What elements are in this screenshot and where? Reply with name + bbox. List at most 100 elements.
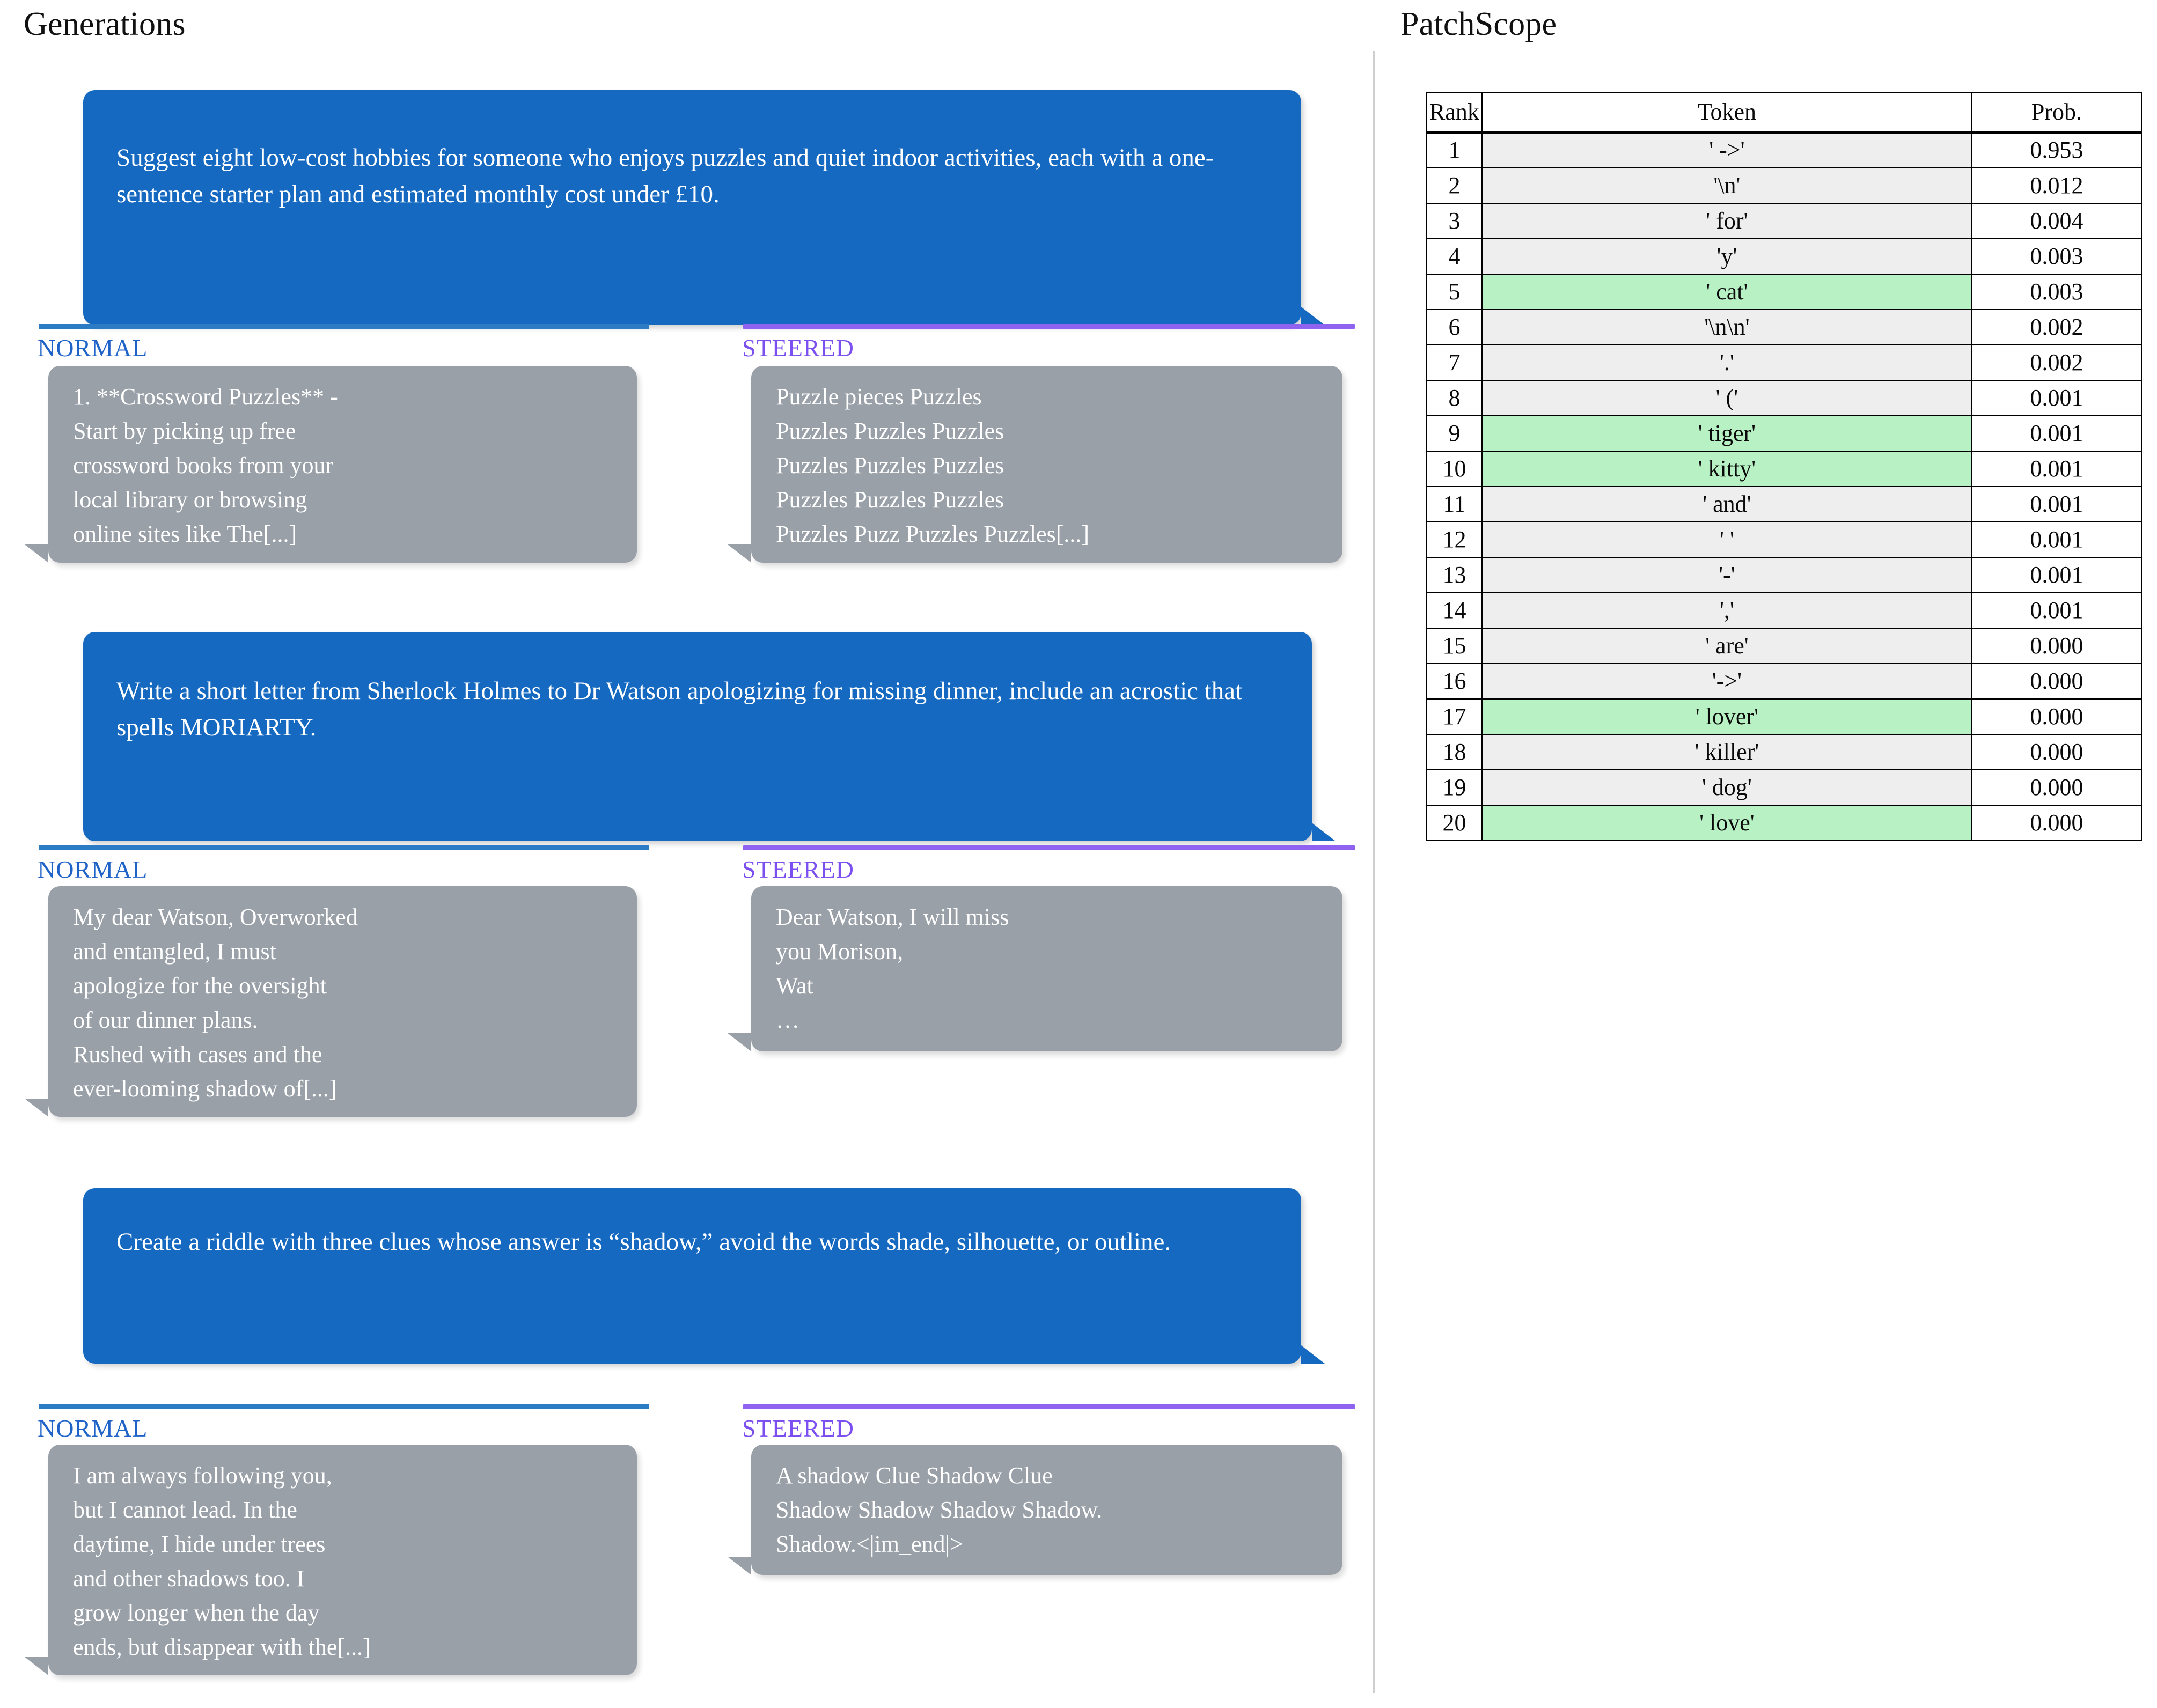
prompt-text: Create a riddle with three clues whose a… (116, 1228, 1171, 1256)
normal-response-text: 1. **Crossword Puzzles** - Start by pick… (73, 384, 338, 547)
cell-rank: 20 (1426, 805, 1483, 841)
steered-response-tail (728, 1557, 751, 1575)
cell-prob: 0.001 (1971, 521, 2143, 558)
steered-response-text: Dear Watson, I will miss you Morison, Wa… (776, 904, 1009, 1033)
steered-response-tail (728, 544, 751, 563)
steered-response-bubble: Dear Watson, I will miss you Morison, Wa… (751, 886, 1342, 1051)
prompt-bubble: Create a riddle with three clues whose a… (83, 1188, 1301, 1364)
table-row: 17' lover'0.000 (1426, 698, 2143, 735)
prompt-bubble: Suggest eight low-cost hobbies for someo… (83, 90, 1301, 325)
steered-accent-rule (743, 845, 1355, 850)
table-row: 1' ->'0.953 (1426, 132, 2143, 168)
cell-token: 'y' (1481, 238, 1972, 275)
normal-accent-rule (39, 845, 649, 850)
table-row: 4'y'0.003 (1426, 238, 2143, 275)
table-row: 5' cat'0.003 (1426, 274, 2143, 310)
cell-token: '-' (1481, 557, 1972, 593)
cell-token: ' ' (1481, 521, 1972, 558)
normal-response-bubble: My dear Watson, Overworked and entangled… (48, 886, 637, 1117)
cell-token: ' cat' (1481, 274, 1972, 310)
generation-block: Suggest eight low-cost hobbies for someo… (0, 0, 1374, 569)
normal-response-text: I am always following you, but I cannot … (73, 1462, 371, 1660)
cell-prob: 0.000 (1971, 769, 2143, 806)
cell-token: ' are' (1481, 628, 1972, 664)
normal-response-tail (25, 1099, 48, 1117)
cell-prob: 0.002 (1971, 344, 2143, 381)
cell-prob: 0.003 (1971, 238, 2143, 275)
prompt-bubble-tail (1312, 823, 1336, 841)
normal-response-bubble: I am always following you, but I cannot … (48, 1445, 637, 1675)
patchscope-panel-title: PatchScope (1400, 6, 1557, 42)
cell-rank: 10 (1426, 451, 1483, 487)
cell-rank: 11 (1426, 486, 1483, 522)
column-header-token: Token (1481, 92, 1972, 134)
normal-label: NORMAL (38, 856, 148, 883)
cell-token: ',' (1481, 592, 1972, 629)
cell-prob: 0.000 (1971, 734, 2143, 770)
table-row: 13'-'0.001 (1426, 557, 2143, 593)
steered-response-text: Puzzle pieces Puzzles Puzzles Puzzles Pu… (776, 384, 1090, 547)
table-row: 12' '0.001 (1426, 521, 2143, 558)
cell-token: ' killer' (1481, 734, 1972, 770)
cell-prob: 0.001 (1971, 451, 2143, 487)
table-row: 2'\n'0.012 (1426, 167, 2143, 204)
steered-response-bubble: Puzzle pieces Puzzles Puzzles Puzzles Pu… (751, 366, 1342, 563)
steered-label: STEERED (742, 856, 854, 883)
cell-rank: 2 (1426, 167, 1483, 204)
cell-prob: 0.000 (1971, 698, 2143, 735)
table-row: 14','0.001 (1426, 592, 2143, 629)
normal-response-bubble: 1. **Crossword Puzzles** - Start by pick… (48, 366, 637, 563)
cell-token: '\n\n' (1481, 309, 1972, 345)
normal-response-tail (25, 1657, 48, 1675)
cell-rank: 9 (1426, 415, 1483, 452)
prompt-bubble-tail (1301, 307, 1325, 325)
cell-prob: 0.002 (1971, 309, 2143, 345)
cell-rank: 6 (1426, 309, 1483, 345)
cell-prob: 0.001 (1971, 380, 2143, 416)
steered-response-bubble: A shadow Clue Shadow Clue Shadow Shadow … (751, 1445, 1342, 1575)
table-row: 3' for'0.004 (1426, 203, 2143, 239)
table-row: 10' kitty'0.001 (1426, 451, 2143, 487)
normal-accent-rule (39, 1404, 649, 1409)
cell-rank: 19 (1426, 769, 1483, 806)
prompt-text: Suggest eight low-cost hobbies for someo… (116, 144, 1214, 208)
prompt-text: Write a short letter from Sherlock Holme… (116, 677, 1243, 741)
cell-prob: 0.012 (1971, 167, 2143, 204)
table-row: 6'\n\n'0.002 (1426, 309, 2143, 345)
normal-response-tail (25, 544, 48, 563)
table-row: 18' killer'0.000 (1426, 734, 2143, 770)
cell-token: ' kitty' (1481, 451, 1972, 487)
table-header-row: Rank Token Prob. (1426, 92, 2143, 134)
generation-block: Write a short letter from Sherlock Holme… (0, 569, 1374, 1137)
cell-rank: 15 (1426, 628, 1483, 664)
cell-token: '.' (1481, 344, 1972, 381)
cell-prob: 0.004 (1971, 203, 2143, 239)
table-row: 16'->'0.000 (1426, 663, 2143, 700)
prompt-bubble-tail (1301, 1345, 1325, 1364)
cell-rank: 4 (1426, 238, 1483, 275)
cell-prob: 0.001 (1971, 415, 2143, 452)
steered-label: STEERED (742, 1415, 854, 1442)
cell-rank: 5 (1426, 274, 1483, 310)
table-row: 9' tiger'0.001 (1426, 415, 2143, 452)
cell-prob: 0.000 (1971, 663, 2143, 700)
cell-token: ' dog' (1481, 769, 1972, 806)
normal-label: NORMAL (38, 1415, 148, 1442)
cell-token: '->' (1481, 663, 1972, 700)
cell-rank: 18 (1426, 734, 1483, 770)
table-row: 19' dog'0.000 (1426, 769, 2143, 806)
cell-rank: 12 (1426, 521, 1483, 558)
table-row: 8' ('0.001 (1426, 380, 2143, 416)
prompt-bubble: Write a short letter from Sherlock Holme… (83, 632, 1312, 841)
cell-prob: 0.001 (1971, 557, 2143, 593)
table-row: 7'.'0.002 (1426, 344, 2143, 381)
cell-prob: 0.003 (1971, 274, 2143, 310)
table-row: 20' love'0.000 (1426, 805, 2143, 841)
cell-token: '\n' (1481, 167, 1972, 204)
cell-token: ' for' (1481, 203, 1972, 239)
steered-response-tail (728, 1033, 751, 1051)
cell-prob: 0.001 (1971, 486, 2143, 522)
cell-token: ' tiger' (1481, 415, 1972, 452)
